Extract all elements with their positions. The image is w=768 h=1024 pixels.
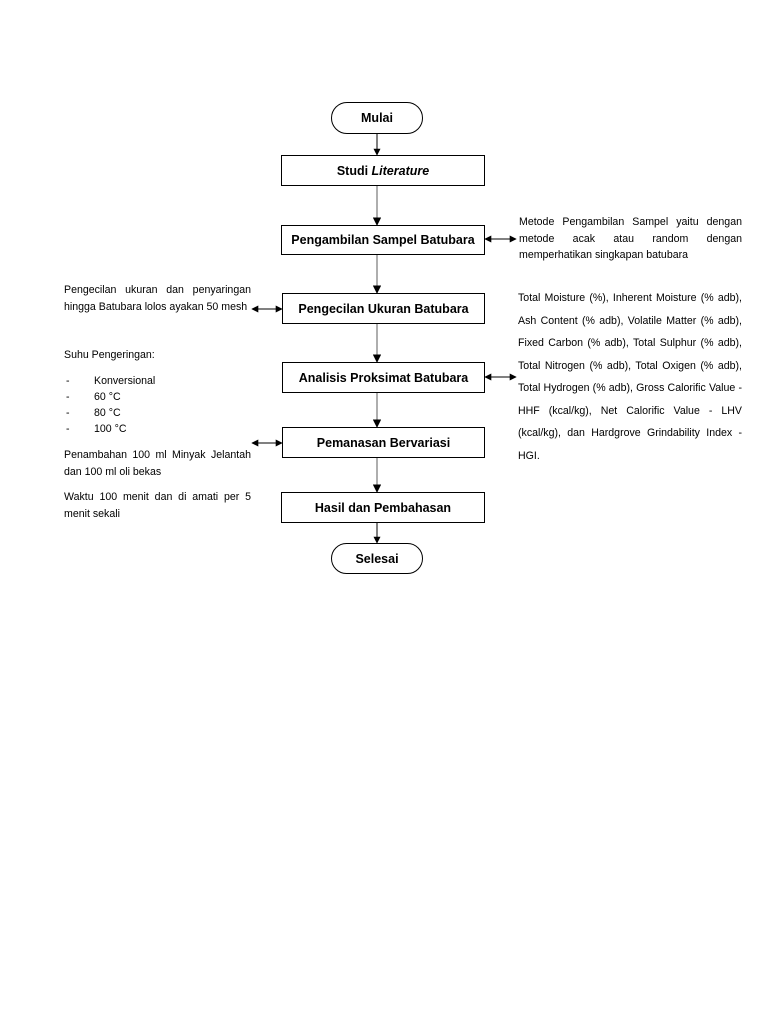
sampling-label: Pengambilan Sampel Batubara — [291, 233, 475, 247]
list-item: -60 °C — [66, 391, 121, 403]
proximate-analysis-label: Analisis Proksimat Batubara — [298, 370, 469, 385]
end-terminal: Selesai — [331, 543, 423, 574]
results-box: Hasil dan Pembahasan — [281, 492, 485, 523]
start-label: Mulai — [361, 111, 393, 125]
list-item: -Konversional — [66, 375, 156, 387]
sampling-method-note: Metode Pengambilan Sampel yaitu dengan m… — [519, 216, 742, 261]
addition-note: Penambahan 100 ml Minyak Jelantah dan 10… — [64, 449, 251, 478]
size-reduction-note: Pengecilan ukuran dan penyaringan hingga… — [64, 284, 251, 313]
list-item: -80 °C — [66, 407, 121, 419]
proximate-analysis-box: Analisis Proksimat Batubara — [282, 362, 485, 393]
study-label-italic: Literature — [371, 163, 430, 178]
heating-box: Pemanasan Bervariasi — [282, 427, 485, 458]
study-label-prefix: Studi — [336, 163, 372, 178]
time-note: Waktu 100 menit dan di amati per 5 menit… — [64, 491, 251, 520]
size-reduction-box: Pengecilan Ukuran Batubara — [282, 293, 485, 324]
list-item: -100 °C — [66, 423, 127, 435]
drying-temperature-list: -Konversional -60 °C -80 °C -100 °C — [64, 373, 251, 437]
start-terminal: Mulai — [331, 102, 423, 134]
size-reduction-label: Pengecilan Ukuran Batubara — [298, 301, 469, 316]
analysis-parameters-note: Total Moisture (%), Inherent Moisture (%… — [518, 292, 742, 462]
end-label: Selesai — [355, 551, 399, 566]
results-label: Hasil dan Pembahasan — [314, 500, 452, 515]
sampling-box: Pengambilan Sampel Batubara — [281, 225, 485, 255]
drying-temperature-title: Suhu Pengeringan: — [64, 349, 155, 361]
heating-label: Pemanasan Bervariasi — [316, 435, 451, 450]
study-literature-box: Studi Literature — [281, 155, 485, 186]
